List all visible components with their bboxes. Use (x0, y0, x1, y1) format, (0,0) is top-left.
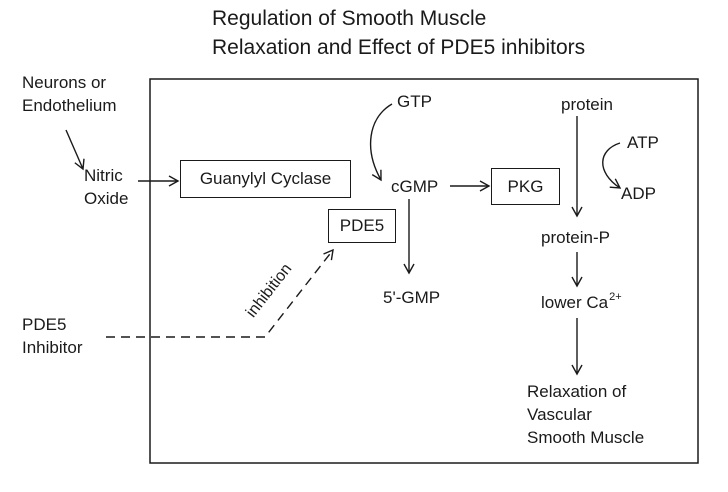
arrow-gtp-to-cgmp (369, 103, 393, 182)
label-oxide: Oxide (84, 189, 129, 208)
title-line-2: Relaxation and Effect of PDE5 inhibitors (212, 36, 586, 59)
label-5gmp: 5'-GMP (383, 288, 441, 307)
title-line-1: Regulation of Smooth Muscle (212, 7, 487, 30)
label-pde5-inhibitor-1: PDE5 (22, 315, 67, 334)
label-cgmp: cGMP (391, 177, 439, 196)
arrow-neurons-to-nitric-oxide (65, 129, 85, 171)
pde5-box: PDE5 (328, 209, 396, 243)
label-relaxation-1: Relaxation of (527, 382, 627, 401)
label-pde5-inhibitor-2: Inhibitor (22, 338, 83, 357)
label-atp: ATP (627, 133, 659, 152)
ca-charge: 2+ (609, 291, 622, 303)
label-protein-p: protein-P (541, 228, 610, 247)
label-gtp: GTP (397, 92, 432, 111)
label-neurons: Neurons or (22, 73, 107, 92)
label-lower-ca: lower Ca2+ (541, 291, 622, 315)
dashed-inhibition-path (106, 248, 334, 338)
cell-boundary (149, 78, 699, 464)
arrow-atp-to-adp (602, 142, 622, 189)
pkg-box: PKG (491, 168, 560, 205)
guanylyl-cyclase-box: Guanylyl Cyclase (180, 160, 351, 198)
label-protein: protein (561, 95, 613, 114)
label-relaxation-3: Smooth Muscle (527, 428, 645, 447)
label-nitric: Nitric (84, 166, 123, 185)
lower-ca-text: lower Ca (541, 293, 609, 312)
label-endothelium: Endothelium (22, 96, 117, 115)
label-adp: ADP (621, 184, 656, 203)
label-relaxation-2: Vascular (527, 405, 592, 424)
